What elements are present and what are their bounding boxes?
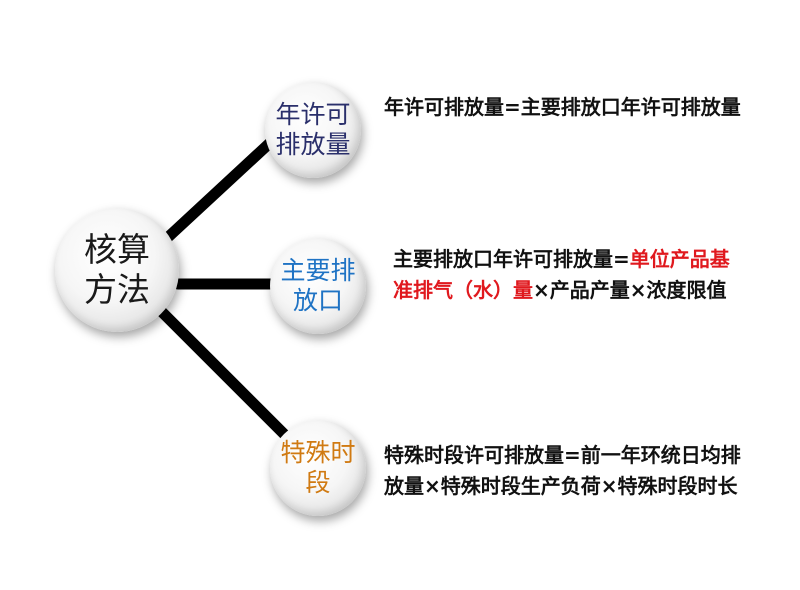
connector-bottom	[156, 306, 311, 461]
branch-node-label: 主要排放口	[280, 256, 356, 315]
description-text: ×产品产量×浓度限值	[533, 278, 727, 302]
description-special-period: 特殊时段许可排放量=前一年环统日均排放量×特殊时段生产负荷×特殊时段时长	[384, 440, 746, 502]
branch-node-special-period: 特殊时段	[270, 420, 366, 516]
description-annual: 年许可排放量=主要排放口年许可排放量	[384, 92, 768, 123]
description-highlight: 单位产品基准排气（水）量	[393, 247, 730, 302]
center-node-label: 核算方法	[84, 230, 150, 309]
description-text: 特殊时段许可排放量=前一年环统日均排放量×特殊时段生产负荷×特殊时段时长	[384, 443, 741, 498]
center-node: 核算方法	[55, 208, 179, 332]
branch-node-label: 特殊时段	[280, 438, 356, 497]
branch-node-main-outlet: 主要排放口	[270, 238, 366, 334]
branch-node-label: 年许可排放量	[275, 100, 351, 159]
description-text: 年许可排放量=主要排放口年许可排放量	[384, 95, 741, 119]
branch-node-annual: 年许可排放量	[265, 82, 361, 178]
description-text: 主要排放口年许可排放量=	[393, 247, 630, 271]
description-main-outlet: 主要排放口年许可排放量=单位产品基准排气（水）量×产品产量×浓度限值	[393, 244, 743, 306]
